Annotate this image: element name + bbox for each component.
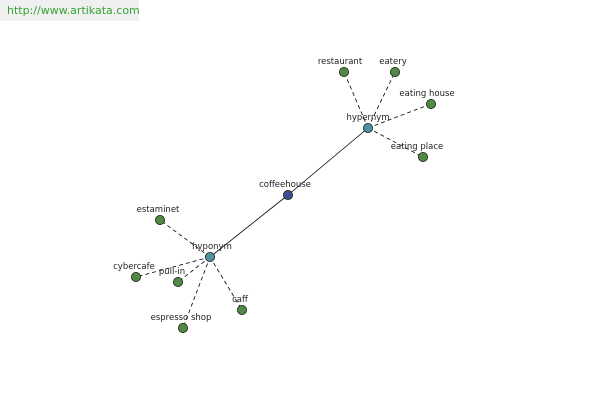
edge-hypernym-eating-house bbox=[367, 103, 432, 129]
word-eatery-label[interactable]: eatery bbox=[379, 57, 407, 67]
word-espresso-shop-node[interactable] bbox=[177, 322, 188, 333]
word-restaurant-node[interactable] bbox=[338, 67, 349, 78]
edge-hypernym-eating-place bbox=[367, 127, 424, 158]
center-word-node[interactable] bbox=[282, 189, 293, 200]
word-eating-place-node[interactable] bbox=[417, 151, 428, 162]
word-estaminet-node[interactable] bbox=[154, 214, 165, 225]
edge-hyponym-estaminet bbox=[159, 219, 211, 258]
word-restaurant-label[interactable]: restaurant bbox=[318, 57, 363, 67]
edge-coffeehouse-hyponym bbox=[209, 194, 289, 258]
site-url-banner[interactable]: http://www.artikata.com bbox=[0, 0, 140, 21]
relation-hypernym-label[interactable]: hypernym bbox=[346, 113, 389, 123]
edge-hyponym-caff bbox=[209, 256, 243, 311]
graph-nodes bbox=[130, 67, 436, 333]
word-cybercafe-label[interactable]: cybercafe bbox=[113, 262, 155, 272]
word-eating-place-label[interactable]: eating place bbox=[391, 142, 444, 152]
edge-hypernym-eatery bbox=[367, 71, 396, 129]
word-eating-house-label[interactable]: eating house bbox=[399, 89, 454, 99]
word-estaminet-label[interactable]: estaminet bbox=[137, 205, 180, 215]
word-eating-house-node[interactable] bbox=[425, 99, 436, 110]
edge-hypernym-restaurant bbox=[343, 71, 369, 129]
word-caff-node[interactable] bbox=[236, 304, 247, 315]
edge-hyponym-cybercafe bbox=[135, 256, 211, 278]
relation-hypernym-node[interactable] bbox=[362, 123, 373, 134]
relation-hyponym-node[interactable] bbox=[204, 251, 215, 262]
graph-edges bbox=[135, 71, 432, 329]
word-eatery-node[interactable] bbox=[389, 67, 400, 78]
relation-hyponym-label[interactable]: hyponym bbox=[192, 242, 232, 252]
word-espresso-shop-label[interactable]: espresso shop bbox=[151, 313, 212, 323]
word-caff-label[interactable]: caff bbox=[232, 295, 249, 305]
graph-labels: coffeehouse hypernym restaurant eatery eatin… bbox=[113, 57, 455, 323]
center-word-label[interactable]: coffeehouse bbox=[259, 180, 311, 190]
edge-coffeehouse-hypernym bbox=[287, 127, 369, 196]
word-pull-in-label[interactable]: pull-in bbox=[159, 267, 185, 277]
word-cybercafe-node[interactable] bbox=[130, 271, 141, 282]
word-pull-in-node[interactable] bbox=[172, 276, 183, 287]
edge-hyponym-espresso-shop bbox=[182, 256, 211, 329]
